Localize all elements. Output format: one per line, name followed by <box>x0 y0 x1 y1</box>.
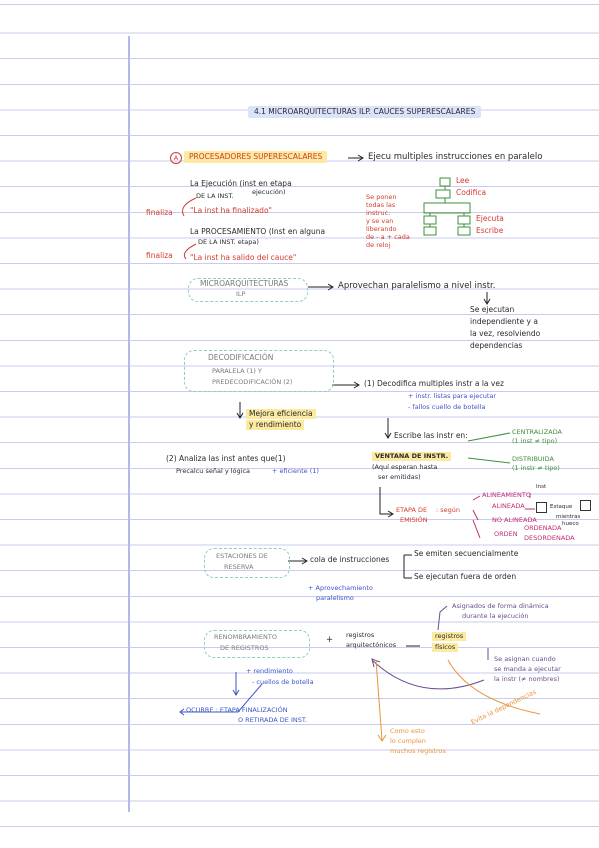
estaciones-box <box>204 548 290 578</box>
desordenada-label: DESORDENADA <box>524 534 575 542</box>
estaciones-plus-2: paralelismo <box>316 594 354 602</box>
estaciones-label-2: RESERVA <box>224 563 254 571</box>
estaciones-branch-2: Se ejecutan fuera de orden <box>414 572 517 581</box>
micro-detail-line: Se ejecutan <box>470 305 515 314</box>
micro-detail-line: independiente y a <box>470 317 538 326</box>
reg-arq-1: registros <box>346 631 375 639</box>
decod-label-3: PREDECODIFICACIÓN (2) <box>212 378 293 386</box>
stage-codifica: Codifica <box>456 188 487 197</box>
decod-note-1a: + instr. listas para ejecutar <box>408 392 497 400</box>
section-a-desc: Ejecu multiples instrucciones en paralel… <box>368 152 543 162</box>
mientras-label: mientras <box>556 514 581 520</box>
asigna-1: Se asignan cuando <box>494 655 556 663</box>
ejecucion-line-1: La Ejecución (inst en etapa <box>190 179 292 188</box>
pipeline-note-line: y se van <box>366 217 394 225</box>
escribe-text: Escribe las instr en: <box>394 431 468 440</box>
renombr-eff-1: + rendimiento <box>246 667 293 675</box>
orden-label: ORDEN <box>494 530 518 538</box>
finaliza-quote-2: "La inst ha salido del cauce" <box>190 253 297 262</box>
finaliza-label-1: finaliza <box>146 208 173 217</box>
renombr-eff-2: - cuellos de botella <box>252 678 314 686</box>
como-2: lo cumplen <box>390 737 426 745</box>
section-a-heading: PROCESADORES SUPERESCALARES <box>184 151 328 163</box>
stage-ejecuta: Ejecuta <box>476 214 504 223</box>
pipeline-note-line: Se ponen <box>366 193 397 201</box>
decod-label-2: PARALELA (1) Y <box>212 367 262 375</box>
emision-label-2: EMISIÓN <box>400 516 428 524</box>
decod-effect-1: Mejora eficiencia <box>246 409 316 419</box>
ventana-detail-2: ser emitidas) <box>378 473 421 481</box>
decod-note-2: (2) Analiza las inst antes que(1) <box>166 454 286 463</box>
decod-note-2b: Precalcu señal y lógica <box>176 467 251 475</box>
ordenada-label: ORDENADA <box>524 524 562 532</box>
procesamiento-line-2: DE LA INST. etapa) <box>198 238 259 246</box>
pipeline-note-line: todas las <box>366 201 396 209</box>
alineada-label: ALINEADA <box>492 502 525 510</box>
ejecucion-line-3: DE LA INST. <box>196 192 234 200</box>
renombr-label-2: DE REGISTROS <box>220 644 269 652</box>
renombr-label-1: RENOMBRAMIENTO <box>214 633 277 641</box>
micro-detail-line: la vez, resolviendo <box>470 329 541 338</box>
ocurre-label-2: O RETIRADA DE INST. <box>238 716 308 724</box>
asignados-1: Asignados de forma dinámica <box>452 602 549 610</box>
estaciones-plus-1: + Aprovechamiento <box>308 584 373 592</box>
renombr-plus: + <box>326 635 334 645</box>
estaciones-branch-1: Se emiten secuencialmente <box>414 549 519 558</box>
decod-label-1: DECODIFICACIÓN <box>208 353 274 362</box>
distribuida-label: DISTRIBUIDA <box>512 455 554 463</box>
alineamiento-label: ALINEAMIENTO <box>482 491 531 499</box>
asigna-2: se manda a ejecutar <box>494 665 561 673</box>
ocurre-label: OCURRE : ETAPA FINALIZACIÓN <box>186 706 288 714</box>
decod-note-1b: - fallos cuello de botella <box>408 403 486 411</box>
micro-desc: Aprovechan paralelismo a nivel instr. <box>338 281 496 291</box>
asignados-2: durante la ejecución <box>462 612 529 620</box>
decod-note-1: (1) Decodifica multiples instr a la vez <box>364 379 504 388</box>
centralizada-detail: (1 inst ≠ tipo) <box>512 437 558 445</box>
finaliza-quote-1: "La inst ha finalizado" <box>190 206 272 215</box>
ejecucion-line-2: ejecución) <box>252 188 286 196</box>
emision-segun: : según <box>436 506 461 514</box>
centralizada-label: CENTRALIZADA <box>512 428 562 436</box>
instruction-box-icon <box>536 502 547 513</box>
distribuida-detail: (1 instr ≠ tipo) <box>512 464 560 472</box>
inst-label: Inst <box>536 484 547 490</box>
micro-box <box>188 278 308 302</box>
estaque-label: Estaque <box>550 504 573 510</box>
procesamiento-line-1: La PROCESAMIENTO (Inst en alguna <box>190 227 326 236</box>
reg-fis-2: físicos <box>432 643 459 652</box>
ventana-label: VENTANA DE INSTR. <box>372 452 452 461</box>
stage-lee: Lee <box>456 176 470 185</box>
estaciones-label-1: ESTACIONES DE <box>216 552 268 560</box>
margin-line <box>128 36 130 812</box>
page-title: 4.1 MICROARQUITECTURAS ILP. CAUCES SUPER… <box>248 106 482 118</box>
reg-arq-2: arquitectónicos <box>346 641 397 649</box>
micro-label-2: ILP <box>236 290 246 298</box>
decod-note-2c: + eficiente (1) <box>272 467 319 475</box>
pipeline-note-line: de reloj <box>366 241 391 249</box>
ventana-detail-1: (Aquí esperan hasta <box>372 463 438 471</box>
renombr-box <box>204 630 310 658</box>
micro-label-1: MICROARQUITECTURAS <box>200 279 289 288</box>
cola-label: cola de instrucciones <box>310 555 390 564</box>
micro-detail-line: dependencias <box>470 341 523 350</box>
finaliza-label-2: finaliza <box>146 251 173 260</box>
no-alineada-label: NO ALINEADA <box>492 516 537 524</box>
reg-fis-1: registros <box>432 632 467 641</box>
como-1: Como esto <box>390 727 425 735</box>
asigna-3: la instr (≠ nombres) <box>494 675 560 683</box>
instruction-box-icon <box>580 500 591 511</box>
pipeline-note-line: de - a + cada <box>366 233 410 241</box>
stage-escribe: Escribe <box>476 226 504 235</box>
emision-label-1: ETAPA DE <box>396 506 428 514</box>
decod-box <box>184 350 334 392</box>
pipeline-note-line: instruc. <box>366 209 391 217</box>
hueco-label: hueco <box>562 521 579 527</box>
pipeline-note-line: liberando <box>366 225 397 233</box>
decod-effect-2: y rendimiento <box>246 420 305 430</box>
como-3: muchos registros <box>390 747 446 755</box>
section-a-marker: A <box>170 152 182 164</box>
